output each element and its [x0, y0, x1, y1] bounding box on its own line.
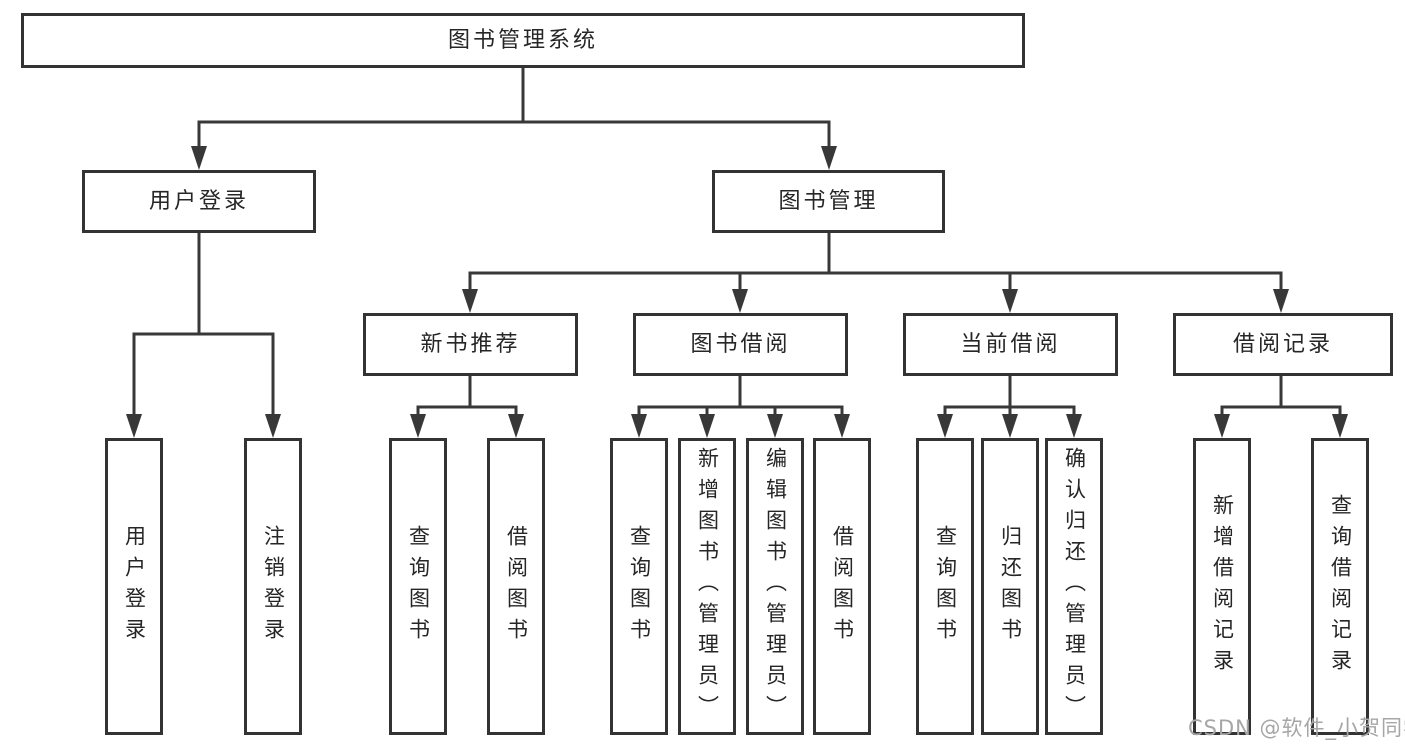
node-label: 新书推荐 — [420, 331, 521, 357]
leaf-label: 查询借阅记录 — [1328, 493, 1353, 680]
leaf-label: 新增图书（管理员） — [695, 447, 720, 726]
csdn-watermark: CSDN @软件_小贺同学 — [1188, 716, 1405, 740]
node-label: 当前借阅 — [960, 331, 1061, 357]
leaf-label: 借阅图书 — [830, 524, 855, 649]
node-label: 图书借阅 — [690, 331, 791, 357]
node-user-login: 用户登录 — [82, 170, 316, 233]
leaf-query-books-recommend: 查询图书 — [389, 438, 447, 735]
leaf-query-books-current: 查询图书 — [916, 438, 974, 735]
leaf-label: 查询图书 — [406, 524, 431, 649]
connector-book-management-to-level3 — [462, 231, 1289, 313]
leaf-confirm-return-admin: 确认归还（管理员） — [1045, 438, 1103, 735]
leaf-logout: 注销登录 — [244, 438, 302, 735]
leaf-query-books-borrowing: 查询图书 — [610, 438, 668, 735]
node-new-book-recommend: 新书推荐 — [363, 313, 578, 376]
node-label: 图书管理 — [778, 188, 879, 214]
leaf-label: 用户登录 — [122, 524, 147, 649]
leaf-borrow-books-borrowing: 借阅图书 — [813, 438, 871, 735]
leaf-label: 查询图书 — [933, 524, 958, 649]
node-current-borrowing: 当前借阅 — [903, 313, 1118, 376]
node-library-management-system: 图书管理系统 — [21, 13, 1025, 68]
leaf-user-login: 用户登录 — [105, 438, 163, 735]
leaf-label: 查询图书 — [627, 524, 652, 649]
node-label: 图书管理系统 — [447, 27, 598, 53]
leaf-label: 确认归还（管理员） — [1062, 447, 1087, 726]
node-label: 借阅记录 — [1232, 331, 1333, 357]
connector-root-to-level2 — [191, 66, 837, 170]
leaf-label: 注销登录 — [261, 524, 286, 649]
leaf-add-books-admin: 新增图书（管理员） — [678, 438, 736, 735]
node-borrow-records: 借阅记录 — [1173, 313, 1393, 376]
leaf-query-borrow-record: 查询借阅记录 — [1311, 438, 1369, 735]
leaf-label: 借阅图书 — [504, 524, 529, 649]
connector-new-book-to-leaves — [410, 374, 524, 438]
connector-borrow-records-to-leaves — [1214, 374, 1348, 438]
leaf-return-books: 归还图书 — [981, 438, 1039, 735]
leaf-borrow-books-recommend: 借阅图书 — [487, 438, 545, 735]
connector-current-borrowing-to-leaves — [937, 374, 1082, 438]
leaf-label: 编辑图书（管理员） — [763, 447, 788, 726]
node-book-management: 图书管理 — [712, 170, 945, 233]
node-label: 用户登录 — [148, 188, 249, 214]
connector-book-borrowing-to-leaves — [631, 374, 850, 438]
node-book-borrowing: 图书借阅 — [633, 313, 848, 376]
leaf-label: 新增借阅记录 — [1210, 493, 1235, 680]
connector-user-login-to-leaves — [126, 231, 281, 438]
leaf-add-borrow-record: 新增借阅记录 — [1193, 438, 1251, 735]
leaf-edit-books-admin: 编辑图书（管理员） — [746, 438, 804, 735]
leaf-label: 归还图书 — [998, 524, 1023, 649]
